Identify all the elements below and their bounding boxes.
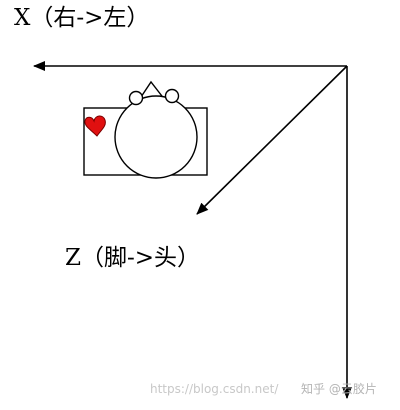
right-ear-circle — [164, 88, 180, 104]
watermark-zhihu: 知乎 @云胶片 — [301, 382, 377, 396]
left-ear-circle — [128, 90, 144, 106]
watermark-url: https://blog.csdn.net/ — [150, 382, 279, 396]
z-axis-label: Z（脚->头） — [65, 245, 201, 271]
x-axis-label: X（右->左） — [14, 5, 150, 31]
heart-icon — [84, 115, 106, 137]
z-axis-arrow — [196, 65, 348, 215]
patient-head-icon — [114, 95, 198, 179]
